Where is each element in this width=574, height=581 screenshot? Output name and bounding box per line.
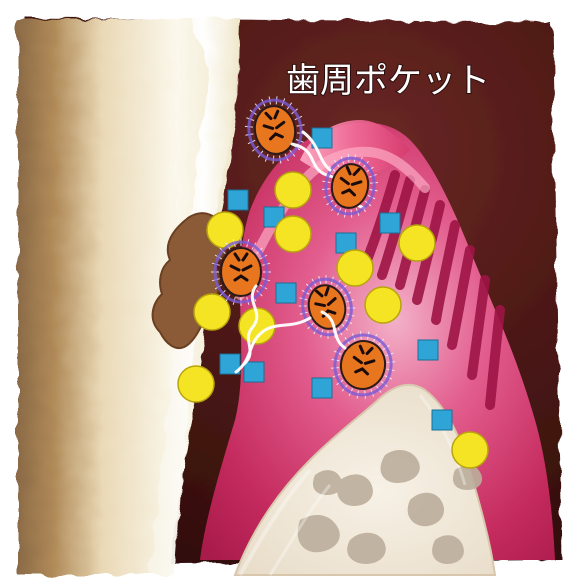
- yellow-particle: [452, 432, 488, 468]
- blue-particle: [418, 340, 438, 360]
- blue-particle: [228, 190, 248, 210]
- blue-particle: [432, 410, 452, 430]
- yellow-particle: [194, 294, 230, 330]
- yellow-particle: [337, 250, 373, 286]
- blue-particle: [312, 378, 332, 398]
- yellow-particle: [399, 225, 435, 261]
- blue-particle: [380, 213, 400, 233]
- yellow-particle: [178, 366, 214, 402]
- yellow-particle: [365, 287, 401, 323]
- blue-particle: [276, 283, 296, 303]
- bacteria-icon: [211, 238, 271, 306]
- yellow-particle: [275, 172, 311, 208]
- yellow-particle: [275, 216, 311, 252]
- blue-particle: [244, 362, 264, 382]
- title-text: 歯周ポケット: [286, 61, 490, 101]
